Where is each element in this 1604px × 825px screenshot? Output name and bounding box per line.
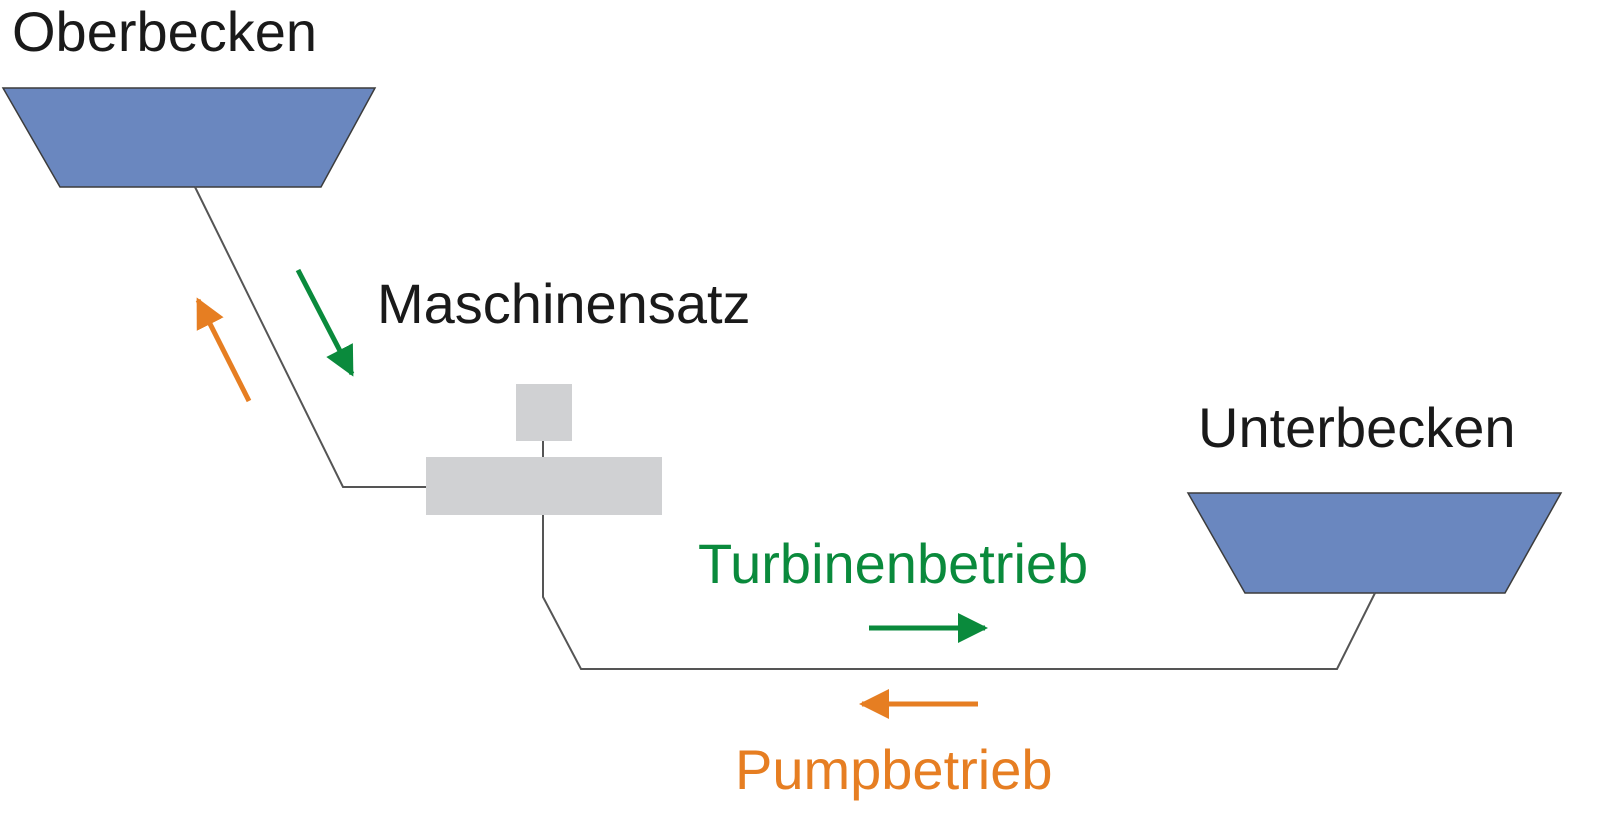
turbine-block xyxy=(426,457,662,515)
penstock-pipe xyxy=(194,186,428,488)
lower-reservoir-label: Unterbecken xyxy=(1198,396,1516,459)
turbine-mode-label: Turbinenbetrieb xyxy=(698,532,1089,595)
generator-block xyxy=(516,384,572,441)
tailrace-pipe xyxy=(542,514,1376,670)
upper-reservoir xyxy=(1,87,377,188)
pump-flow-arrow-penstock xyxy=(195,297,252,403)
turbine-flow-arrow-penstock xyxy=(295,268,355,377)
lower-reservoir xyxy=(1186,492,1563,594)
machine-set-label: Maschinensatz xyxy=(377,272,751,335)
upper-reservoir-label: Oberbecken xyxy=(12,0,318,63)
pump-mode-label: Pumpbetrieb xyxy=(735,738,1053,801)
